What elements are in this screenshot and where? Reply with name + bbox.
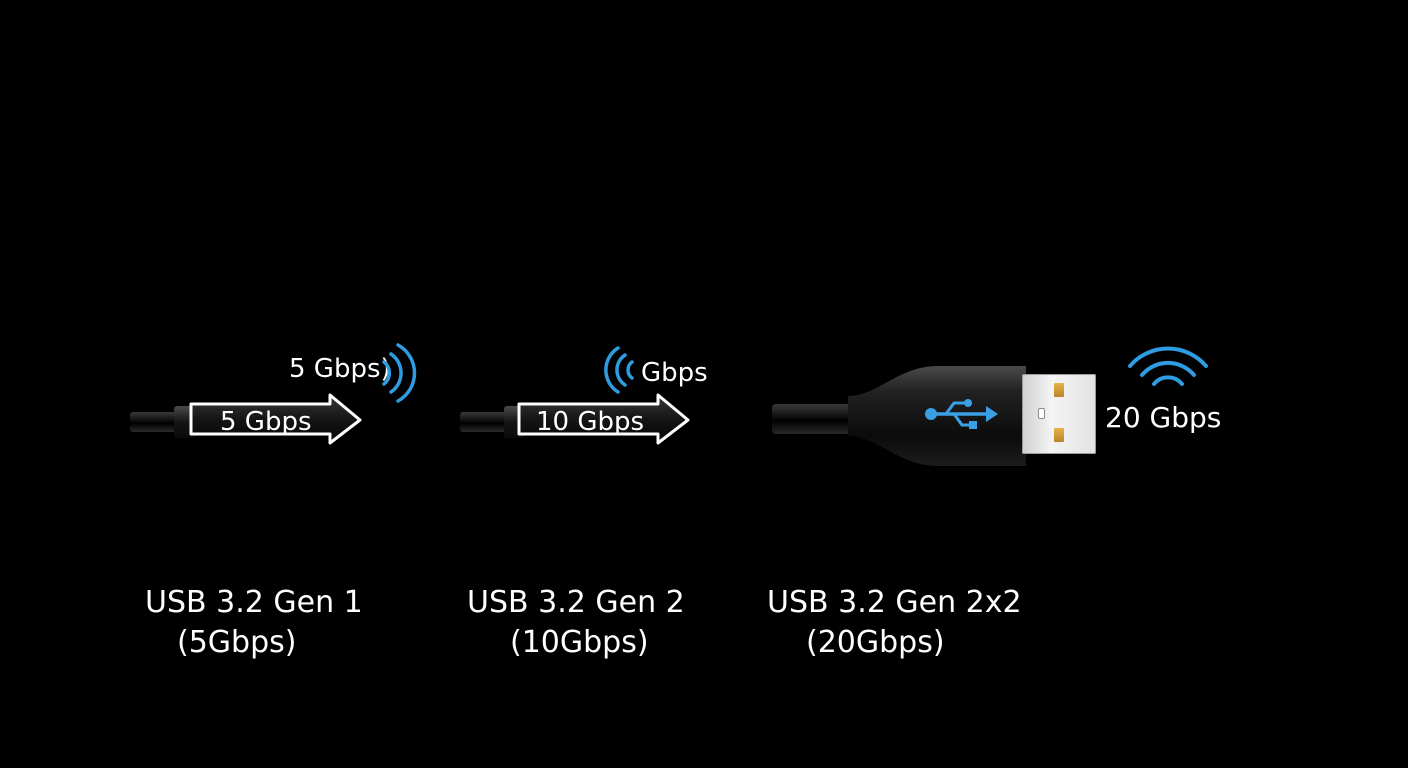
speed-label: 5 Gbps) — [289, 356, 391, 382]
wireless-signal-arcs-icon — [604, 346, 634, 394]
speed-label-text: 5 Gbps — [289, 354, 381, 384]
arrow-speed-label: 10 Gbps — [536, 407, 645, 437]
caption-title: USB 3.2 Gen 2 — [467, 585, 685, 620]
caption-title: USB 3.2 Gen 2x2 — [767, 585, 1022, 620]
wifi-signal-icon — [1128, 346, 1208, 386]
usb-trident-icon — [925, 399, 998, 429]
caption-title: USB 3.2 Gen 1 — [145, 585, 363, 620]
speed-label: 20 Gbps — [1105, 401, 1222, 434]
caption-speed: (5Gbps) — [177, 625, 297, 660]
wireless-signal-arcs-icon — [382, 343, 417, 403]
usb-type-a-plug-icon — [1022, 374, 1096, 454]
usb-contact — [1054, 428, 1064, 442]
usb-contact — [1054, 383, 1064, 397]
caption-speed: (20Gbps) — [806, 625, 945, 660]
cable — [460, 412, 510, 432]
speed-label-suffix: ) — [380, 354, 391, 384]
caption-speed: (10Gbps) — [510, 625, 649, 660]
arrow-connector-icon — [517, 393, 690, 445]
cable — [772, 404, 862, 434]
usb-slot — [1038, 408, 1045, 419]
speed-label: Gbps — [641, 358, 708, 388]
plug-housing — [848, 366, 1026, 466]
cable — [130, 412, 180, 432]
arrow-connector-icon — [189, 393, 362, 445]
arrow-speed-label: 5 Gbps — [220, 407, 312, 437]
